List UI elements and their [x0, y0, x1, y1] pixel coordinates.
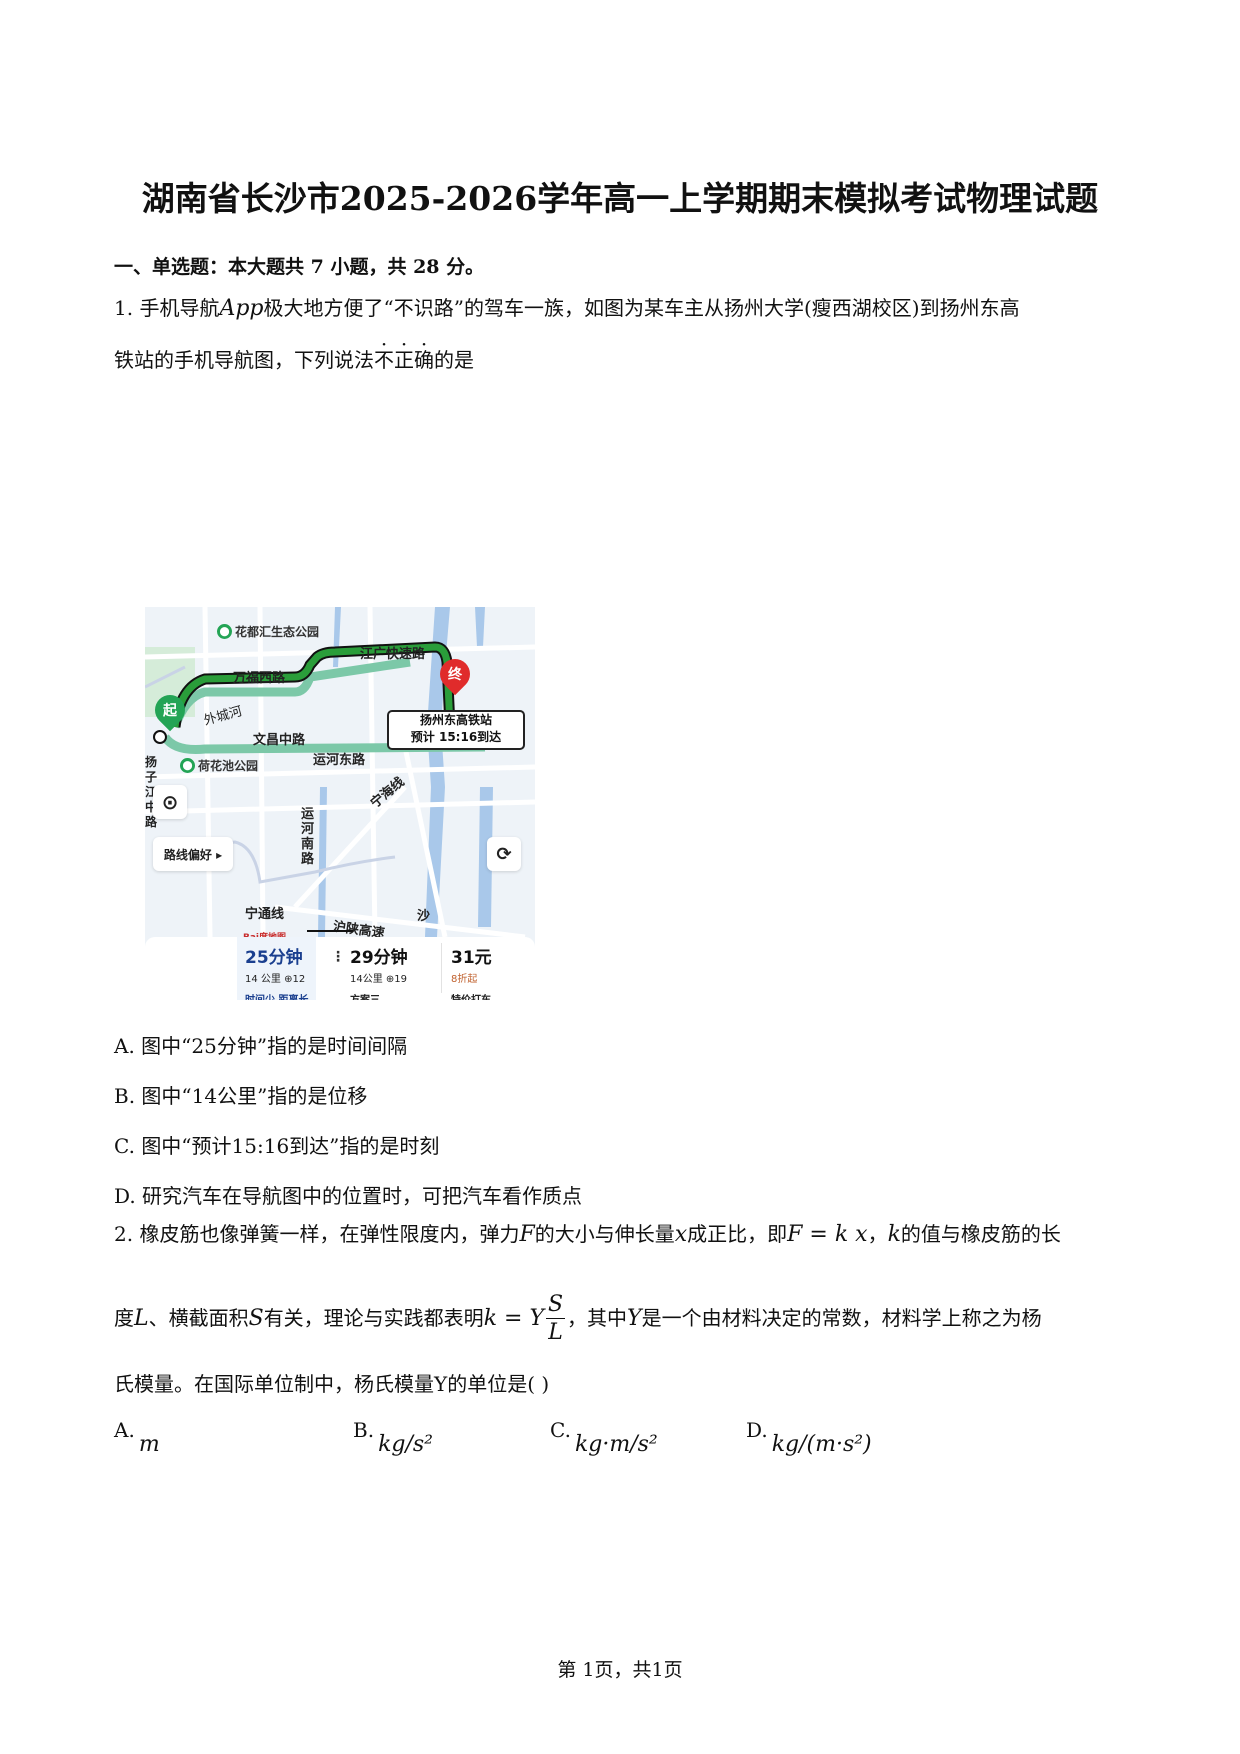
- road-label: 运河南路: [301, 807, 315, 867]
- emphasis-char: 不: [374, 350, 394, 370]
- route-preference-button[interactable]: 路线偏好 ▸: [153, 837, 233, 871]
- road-label: 沙: [417, 909, 431, 924]
- q1-number: 1.: [114, 296, 134, 320]
- page-footer: 第 1页，共1页: [557, 1659, 683, 1681]
- q2-line1: 2. 橡皮筋也像弹簧一样，在弹性限度内，弹力F的大小与伸长量x成正比，即F = …: [114, 1222, 1061, 1247]
- formula-hooke: F = k x: [787, 1222, 868, 1247]
- q2-option-d[interactable]: D.kg/(m·s²): [746, 1418, 872, 1457]
- q2-line3: 氏模量。在国际单位制中，杨氏模量Y的单位是( ): [114, 1372, 550, 1396]
- divider: [441, 943, 442, 993]
- poi-park[interactable]: ⬤荷花池公园: [180, 757, 258, 774]
- taxi-option[interactable]: 31元 8折起 特价打车: [451, 948, 492, 1000]
- q1-line1: 1. 手机导航App极大地方便了“不识路”的驾车一族，如图为某车主从扬州大学(瘦…: [114, 296, 1020, 321]
- page-title: 湖南省长沙市2025-2026学年高一上学期期末模拟考试物理试题: [141, 179, 1099, 218]
- road-label: 万福西路: [233, 671, 286, 686]
- q1-option-a[interactable]: A. 图中“25分钟”指的是时间间隔: [114, 1034, 408, 1058]
- locate-button[interactable]: ⊙: [153, 785, 187, 819]
- emphasis-char: 正: [394, 350, 414, 370]
- navigation-map-figure: ⬤花都汇生态公园 ⬤荷花池公园 万福西路 江广快速路 外城河 文昌中路 运河东路…: [145, 607, 535, 1000]
- refresh-button[interactable]: ⟳: [487, 837, 521, 871]
- app-term: App: [219, 296, 264, 321]
- emphasis-char: 确: [414, 350, 434, 370]
- q1-option-d[interactable]: D. 研究汽车在导航图中的位置时，可把汽车看作质点: [114, 1184, 583, 1208]
- route-plan-option[interactable]: 25分钟 14 公里 ⊕12 时间少 距离长: [237, 937, 317, 1000]
- map-scale-bar: [307, 930, 353, 932]
- q2-option-a[interactable]: A.m: [114, 1418, 160, 1457]
- q1-option-b[interactable]: B. 图中“14公里”指的是位移: [114, 1084, 368, 1108]
- q1-line2: 铁站的手机导航图，下列说法不正确的是: [114, 350, 474, 370]
- q1-option-c[interactable]: C. 图中“预计15:16到达”指的是时刻: [114, 1134, 440, 1158]
- road-label: 文昌中路: [253, 733, 306, 748]
- park-icon: ⬤: [180, 758, 195, 773]
- more-options-icon[interactable]: ⋮: [331, 949, 345, 965]
- route-plan-option[interactable]: 29分钟 14公里 ⊕19 方案三: [350, 948, 408, 1000]
- q2-option-c[interactable]: C.kg·m/s²: [550, 1418, 658, 1457]
- park-icon: ⬤: [217, 624, 232, 639]
- road-label: 江广快速路: [360, 647, 426, 662]
- q2-option-b[interactable]: B.kg/s²: [353, 1418, 433, 1457]
- poi-park[interactable]: ⬤花都汇生态公园: [217, 623, 319, 640]
- q2-number: 2.: [114, 1222, 134, 1246]
- target-icon: ⊙: [161, 790, 179, 814]
- road-label: 运河东路: [313, 753, 366, 768]
- refresh-icon: ⟳: [496, 843, 512, 865]
- road-label: 宁通线: [245, 907, 285, 922]
- formula-young: k = Y: [483, 1306, 544, 1331]
- route-plans-panel: 25分钟 14 公里 ⊕12 时间少 距离长 ⋮ 29分钟 14公里 ⊕19 方…: [145, 937, 535, 1000]
- destination-callout[interactable]: 扬州东高铁站 预计 15:16到达: [387, 710, 525, 750]
- section-header: 一、单选题：本大题共 7 小题，共 28 分。: [114, 256, 485, 278]
